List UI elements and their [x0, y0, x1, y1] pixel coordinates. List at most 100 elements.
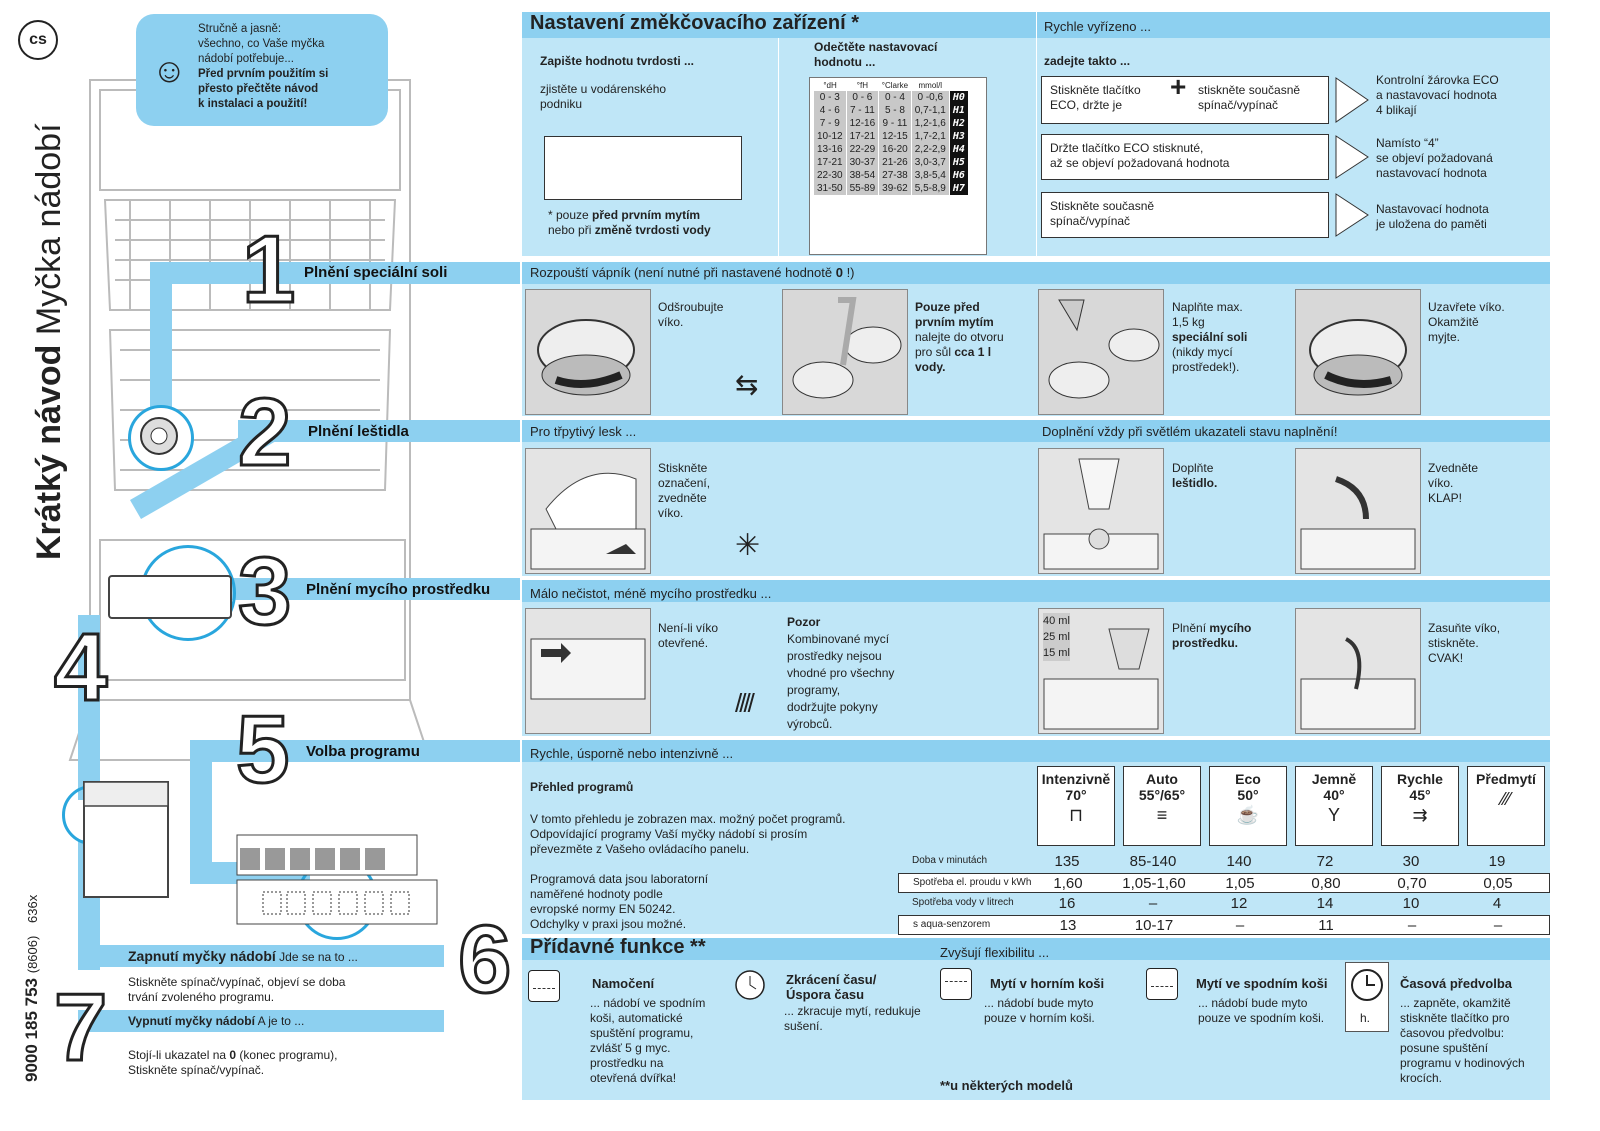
smiley-icon: ☺	[152, 52, 187, 90]
dispenser-box	[108, 575, 232, 619]
section-program-heading: Volba programu	[306, 743, 420, 760]
result-line: nastavovací hodnota	[1376, 166, 1487, 180]
bubble-bold-line: Před prvním použitím si	[198, 68, 329, 80]
detergent-line: Zasuňte víko,	[1428, 621, 1501, 635]
program-row-value: 11	[1318, 917, 1334, 934]
hardness-level-display: H3	[949, 130, 968, 143]
hardness-cell: 1,7-2,1	[911, 130, 950, 143]
flow-path	[238, 420, 520, 442]
program-temperature: 50°	[1237, 787, 1259, 803]
rinse-photo-fill	[1038, 448, 1164, 574]
result-line: je uložena do paměti	[1376, 217, 1487, 231]
program-row-value: 19	[1488, 853, 1506, 870]
result-line: Kontrolní žárovka ECO	[1376, 73, 1499, 87]
overview-line: V tomto přehledu je zobrazen max. možný …	[530, 812, 846, 826]
program-row-label: s aqua-senzorem	[913, 919, 991, 930]
salt-photo-fill	[1038, 289, 1164, 415]
flow-path	[190, 740, 212, 880]
program-row-value: 1,05-1,60	[1122, 875, 1186, 892]
hardness-cell: 31-50	[814, 182, 847, 195]
program-row-value: 12	[1230, 895, 1248, 912]
measure-mark: 40 ml	[1043, 615, 1070, 627]
step-number-7: 7	[52, 974, 108, 1081]
hardness-cell: 22-30	[814, 169, 847, 182]
hardness-write-field[interactable]	[544, 136, 742, 200]
softener-quick: Rychle vyřízeno ...	[1044, 19, 1151, 34]
extra-title-line: Zkrácení času/	[786, 972, 877, 987]
softener-col1-heading: Zapište hodnotu tvrdosti ...	[540, 54, 694, 68]
switch-off-title: Vypnutí myčky nádobí	[128, 1014, 255, 1028]
rinse-line: označení,	[658, 476, 711, 490]
salt-cap-icon	[140, 417, 178, 455]
softener-title: Nastavení změkčovacího zařízení *	[530, 12, 860, 34]
detergent-line: prostředku.	[1172, 636, 1239, 650]
plus-icon: +	[1170, 71, 1187, 102]
flow-path	[190, 740, 520, 762]
program-lab-text: Programová data jsou laboratorní naměřen…	[530, 872, 708, 932]
hardness-header: °Clarke	[881, 81, 909, 90]
extra-line: ... nádobí ve spodním	[590, 996, 706, 1010]
hardness-cell: 30-37	[846, 156, 880, 169]
switch-off-line: Stojí-li ukazatel na	[128, 1048, 230, 1062]
control-panel-illustration	[236, 834, 438, 925]
switch-off-zero: 0	[229, 1048, 237, 1062]
hardness-cell: 5 - 8	[878, 104, 912, 117]
rinse-subtitle-1: Pro třpytivý lesk ...	[530, 424, 637, 439]
bubble-bold-line: k instalaci a použití!	[198, 98, 308, 110]
extra-item-title: Časová předvolba	[1400, 976, 1512, 991]
detergent-line: Plnění	[1172, 621, 1210, 635]
switch-off-heading: Vypnutí myčky nádobí A je to ...	[128, 1014, 304, 1028]
doc-number: 9000 185 753	[22, 978, 41, 1082]
step-number-3: 3	[236, 538, 292, 645]
flow-path	[150, 262, 172, 407]
step-number-2: 2	[236, 379, 292, 486]
hardness-level-display: H0	[949, 91, 968, 104]
col1-line: podniku	[540, 97, 583, 111]
hardness-cell: 16-20	[878, 143, 912, 156]
flow-path	[232, 578, 520, 600]
dishwasher-front-icon	[83, 781, 169, 898]
pot-icon: ⊓	[1068, 805, 1084, 825]
hardness-cell: 2,2-2,9	[911, 143, 950, 156]
warning-line: Kombinované mycí	[787, 632, 890, 646]
detergent-photo-close	[1295, 608, 1421, 734]
salt-photo-water	[782, 289, 908, 415]
detergent-bar	[522, 580, 1550, 602]
program-row-value: 13	[1059, 917, 1077, 934]
program-temperature: 40°	[1323, 787, 1345, 803]
detergent-warning: Pozor Kombinované mycí prostředky nejsou…	[787, 614, 894, 733]
program-name: Eco	[1235, 771, 1261, 787]
extra-line: programu v hodinových	[1400, 1056, 1525, 1070]
step-text: až se objeví požadovaná hodnota	[1050, 156, 1230, 170]
softener-col2-heading: Odečtěte nastavovací hodnotu ...	[814, 40, 937, 70]
extra-line: ... nádobí bude myto	[984, 996, 1094, 1010]
extra-line: ... nádobí bude myto	[1198, 996, 1308, 1010]
salt-step3-text: Naplňte max. 1,5 kg speciální soli (nikd…	[1172, 300, 1247, 375]
hardness-cell: 17-21	[846, 130, 880, 143]
footnote-bold: před prvním mytím	[592, 208, 701, 222]
program-row-label: Spotřeba el. proudu v kWh	[913, 877, 1032, 888]
program-row-value: 30	[1402, 853, 1420, 870]
result-line: Nastavovací hodnota	[1376, 202, 1489, 216]
hardness-header: mmol/l	[918, 81, 943, 90]
flow-path	[78, 615, 100, 800]
salt-line: myjte.	[1428, 330, 1461, 344]
spray-lines-icon: ////	[735, 688, 755, 718]
hardness-cell: 12-15	[878, 130, 912, 143]
extra-line: ... zkracuje mytí, redukuje	[784, 1004, 921, 1018]
switch-on-line: trvání zvoleného programu.	[128, 990, 275, 1004]
program-row-value: 14	[1316, 895, 1334, 912]
spray-icon: ⁄⁄⁄	[1501, 789, 1511, 809]
